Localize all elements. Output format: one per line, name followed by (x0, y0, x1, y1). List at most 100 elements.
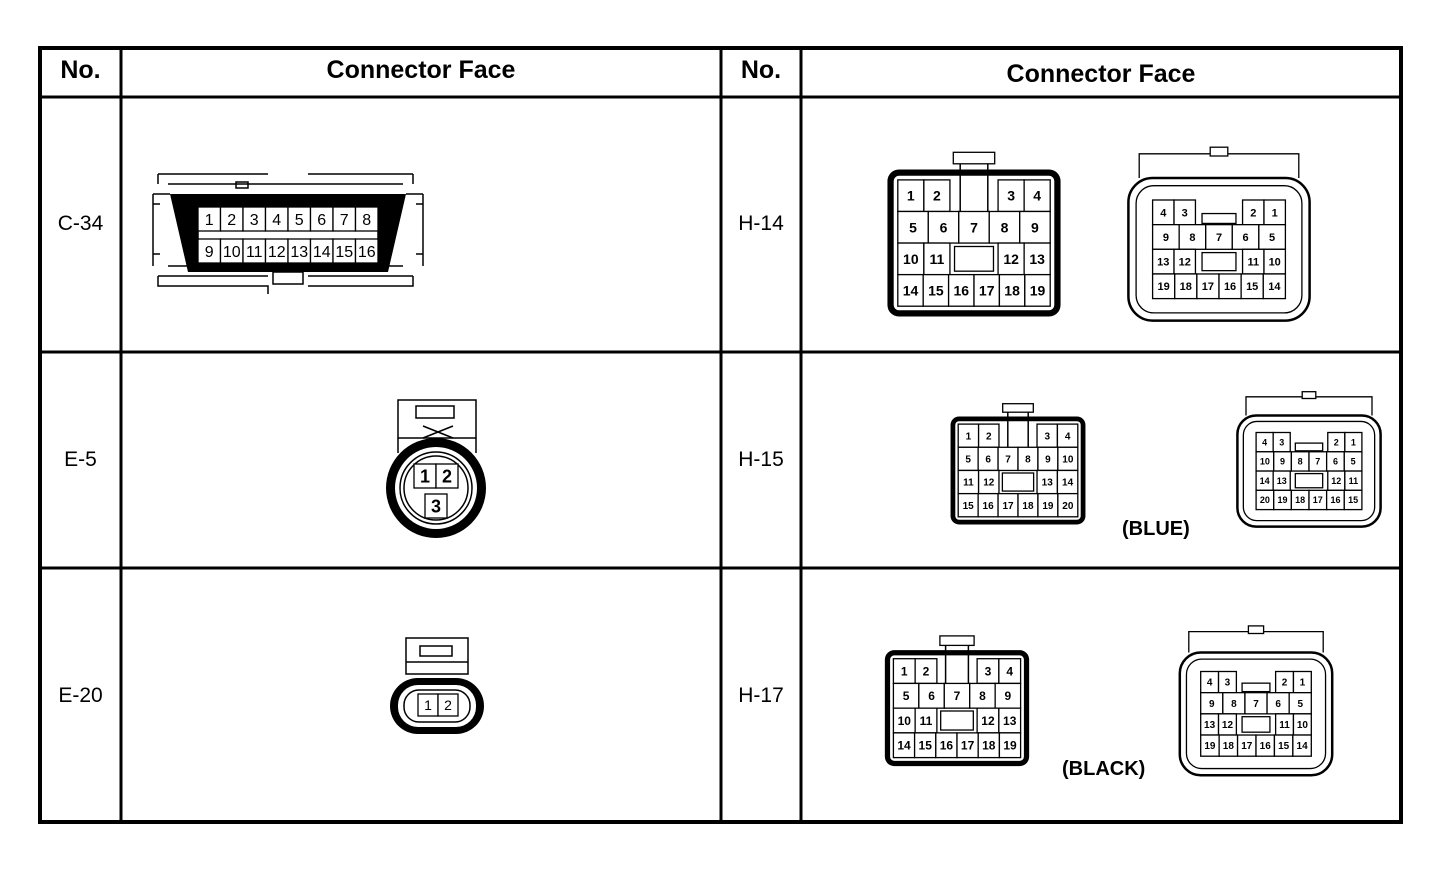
pin-label: 16 (358, 244, 376, 261)
pin-label: 4 (1006, 664, 1013, 678)
pin-label: 1 (1300, 678, 1306, 689)
connector-id-c34: C-34 (57, 212, 104, 235)
pin-label: 12 (1179, 257, 1191, 269)
pin-label: 11 (929, 251, 944, 267)
pin-label: 7 (1315, 457, 1320, 467)
pin-label: 4 (1262, 437, 1267, 447)
pin-label: 15 (1246, 281, 1258, 293)
pin-label: 13 (1277, 476, 1287, 486)
pin-label: 14 (897, 739, 911, 753)
pin-label: 3 (1225, 678, 1231, 689)
pin-label: 17 (1313, 495, 1323, 505)
pin-label: 13 (290, 244, 308, 261)
pin-label: 6 (1242, 232, 1248, 244)
pin-label: 4 (1033, 188, 1041, 204)
pin-label: 5 (1269, 232, 1275, 244)
pin-label: 4 (1207, 678, 1213, 689)
pin-label: 3 (250, 212, 259, 229)
pin-label: 6 (317, 212, 326, 229)
pin-label: 10 (1260, 457, 1270, 467)
pin-label: 16 (1330, 495, 1340, 505)
pin-label: 13 (1204, 720, 1216, 731)
connector-id-h14: H-14 (738, 212, 784, 235)
pin-label: 19 (1030, 282, 1046, 298)
pin-label: 9 (1045, 454, 1051, 465)
pin-label: 7 (954, 689, 961, 703)
pin-label: 19 (1003, 739, 1017, 753)
connector-id-h17: H-17 (738, 684, 784, 707)
pin-label: 16 (940, 739, 954, 753)
pin-label: 10 (903, 251, 919, 267)
pin-label: 1 (966, 431, 972, 442)
pin-label: 14 (1062, 478, 1074, 489)
pin-label: 13 (1003, 714, 1017, 728)
pin-label: 6 (940, 219, 948, 235)
pin-label: 14 (313, 244, 331, 261)
pin-label: 11 (963, 478, 974, 489)
pin-label: 15 (1348, 495, 1358, 505)
pin-label: 14 (1297, 741, 1309, 752)
header-no-left: No. (60, 56, 101, 84)
pin-label: 20 (1260, 495, 1270, 505)
pin-label: 18 (1180, 281, 1192, 293)
pin-label: 18 (1223, 741, 1235, 752)
pin-label: 1 (1272, 207, 1278, 219)
pin-label: 1 (1351, 437, 1356, 447)
pin-label: 17 (979, 282, 995, 298)
pin-label: 17 (1002, 501, 1014, 512)
pin-label: 9 (1031, 219, 1039, 235)
pin-label: 4 (1065, 431, 1071, 442)
pin-label: 8 (1025, 454, 1031, 465)
pin-label: 5 (1351, 457, 1356, 467)
connector-id-e5: E-5 (64, 448, 97, 471)
pin-label: 10 (898, 714, 912, 728)
connector-id-e20: E-20 (58, 684, 103, 707)
h15-color-note: (BLUE) (1122, 518, 1190, 540)
pin-label: 10 (223, 244, 241, 261)
pin-label: 6 (985, 454, 991, 465)
pin-label: 9 (205, 244, 214, 261)
pin-label: 16 (1224, 281, 1236, 293)
h17-color-note: (BLACK) (1062, 758, 1146, 780)
pin-label: 12 (983, 478, 995, 489)
pin-label: 4 (272, 212, 281, 229)
pin-label: 5 (965, 454, 971, 465)
pin-label: 12 (1003, 251, 1019, 267)
pin-label: 9 (1209, 699, 1215, 710)
pin-label: 14 (903, 282, 919, 298)
pin-label: 2 (986, 431, 992, 442)
pin-label: 12 (1331, 476, 1341, 486)
pin-label: 8 (1298, 457, 1303, 467)
pin-label: 19 (1042, 501, 1054, 512)
pin-label: 19 (1278, 495, 1288, 505)
pin-label: 13 (1157, 257, 1169, 269)
pin-label: 8 (1231, 699, 1237, 710)
pin-label: 4 (1160, 207, 1167, 219)
pin-label: 19 (1158, 281, 1170, 293)
pin-label: 20 (1062, 501, 1074, 512)
pin-label: 13 (1029, 251, 1045, 267)
pin-label: 18 (982, 739, 996, 753)
pin-label: 15 (963, 501, 975, 512)
pin-label: 11 (246, 244, 263, 261)
pin-label: 2 (1250, 207, 1256, 219)
header-no-right: No. (740, 56, 782, 84)
pin-label: 11 (1349, 476, 1359, 486)
pin-label: 7 (340, 212, 349, 229)
pin-label: 8 (1189, 232, 1195, 244)
pin-label: 1 (901, 664, 908, 678)
pin-label: 10 (1297, 720, 1309, 731)
pin-label: 3 (1182, 207, 1188, 219)
pin-label: 10 (1269, 257, 1281, 269)
pin-label: 1 (420, 466, 430, 486)
pin-label: 8 (1001, 219, 1009, 235)
pin-label: 16 (954, 282, 970, 298)
pin-label: 17 (961, 739, 975, 753)
pin-label: 14 (1260, 476, 1270, 486)
pin-label: 2 (1334, 437, 1339, 447)
